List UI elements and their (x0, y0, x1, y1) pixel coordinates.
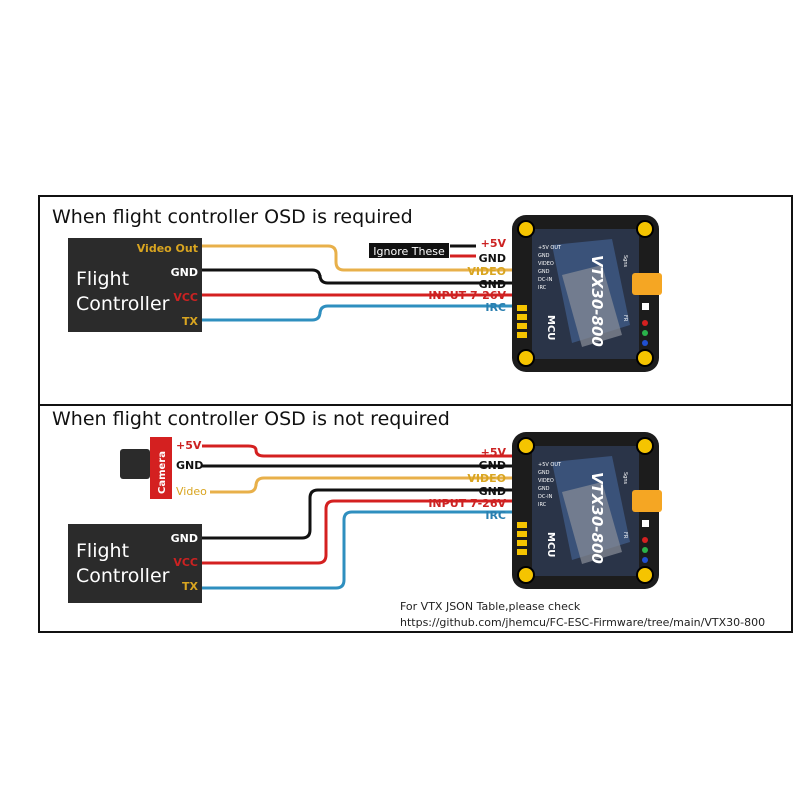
fc-pin-vcc-bottom: VCC (173, 556, 198, 569)
camera-pin-video: Video (176, 485, 207, 498)
vtx-pin-5v-bottom: +5V (481, 446, 507, 459)
wire-tx-top (202, 304, 512, 322)
vtx-pin-input-bottom: INPUT 7-26V (428, 497, 506, 510)
vtx-pin-gnd1-bottom: GND (479, 459, 506, 472)
fc-pin-vcc-top: VCC (173, 291, 198, 304)
vtx-fr-label-bottom: FR (622, 532, 628, 539)
vtx-side-label-bottom: Sgns (622, 472, 628, 485)
vtx-pin-label-1-bottom: +5V OUT (538, 462, 562, 468)
vtx-fr-label-top: FR (622, 315, 628, 322)
vtx-pin-gnd2-top: GND (479, 278, 506, 291)
vtx-pin-input-top: INPUT 7-26V (428, 289, 506, 302)
vtx-pin-label-5-bottom: DC-IN (538, 494, 553, 500)
vtx-pin-label-4-top: GND (538, 269, 550, 275)
vtx-pin-label-5-top: DC-IN (538, 277, 553, 283)
camera-label: Camera (157, 451, 168, 494)
vtx-pin-label-1-top: +5V OUT (538, 245, 562, 251)
flight-controller-box-top (68, 238, 202, 332)
panel-top-title: When flight controller OSD is required (52, 206, 413, 228)
json-table-link[interactable]: https://github.com/jhemcu/FC-ESC-Firmwar… (400, 616, 765, 629)
wire-tx-bottom (202, 510, 512, 590)
ignore-these-label: Ignore These (373, 245, 445, 258)
camera-pin-gnd: GND (176, 459, 203, 472)
vtx-board-top: +5V OUT GND VIDEO GND DC-IN IRC VTX30-80… (512, 215, 662, 372)
vtx-model-label-top: VTX30-800 (588, 255, 606, 347)
vtx-brand-label-top: MCU (545, 315, 556, 340)
vtx-brand-label-bottom: MCU (545, 532, 556, 557)
vtx-pin-label-6-top: IRC (538, 285, 547, 291)
json-table-note: For VTX JSON Table,please check (400, 600, 581, 613)
wire-video-bottom (210, 476, 512, 494)
camera-pin-5v: +5V (176, 439, 202, 452)
vtx-model-label-bottom: VTX30-800 (588, 472, 606, 564)
wire-5v-bottom (202, 444, 512, 458)
vtx-pin-label-3-top: VIDEO (538, 261, 554, 267)
ignore-these-box (369, 243, 449, 258)
vtx-pin-label-2-top: GND (538, 253, 550, 259)
fc-pin-gnd-bottom: GND (171, 532, 198, 545)
vtx-board-bottom: +5V OUT GND VIDEO GND DC-IN IRC VTX30-80… (512, 432, 662, 589)
vtx-pin-label-3-bottom: VIDEO (538, 478, 554, 484)
wire-gnd2-bottom (202, 488, 512, 540)
vtx-pin-label-2-bottom: GND (538, 470, 550, 476)
fc-pin-video-out-top: Video Out (137, 242, 198, 255)
fc-label-line2-top: Controller (76, 293, 170, 315)
panel-bottom-title: When flight controller OSD is not requir… (52, 408, 450, 430)
wire-video-top (202, 244, 512, 272)
vtx-pin-irc-top: IRC (485, 301, 506, 314)
camera-lens (120, 449, 150, 479)
vtx-pin-label-6-bottom: IRC (538, 502, 547, 508)
vtx-pin-5v-top: +5V (481, 237, 507, 250)
vtx-side-label-top: Sgns (622, 255, 628, 268)
flight-controller-box-bottom (68, 524, 202, 603)
fc-label-line1-bottom: Flight (76, 540, 129, 562)
wire-gnd-top (202, 268, 512, 285)
vtx-pin-video-top: VIDEO (467, 265, 506, 278)
fc-pin-tx-bottom: TX (182, 580, 199, 593)
vtx-pin-video-bottom: VIDEO (467, 472, 506, 485)
fc-label-line1-top: Flight (76, 268, 129, 290)
vtx-pin-gnd2-bottom: GND (479, 485, 506, 498)
camera-body (150, 437, 172, 499)
fc-pin-tx-top: TX (182, 315, 199, 328)
wire-vcc-bottom (202, 499, 512, 565)
vtx-pin-label-4-bottom: GND (538, 486, 550, 492)
fc-pin-gnd-top: GND (171, 266, 198, 279)
vtx-pin-gnd1-top: GND (479, 252, 506, 265)
fc-label-line2-bottom: Controller (76, 565, 170, 587)
vtx-pin-irc-bottom: IRC (485, 509, 506, 522)
